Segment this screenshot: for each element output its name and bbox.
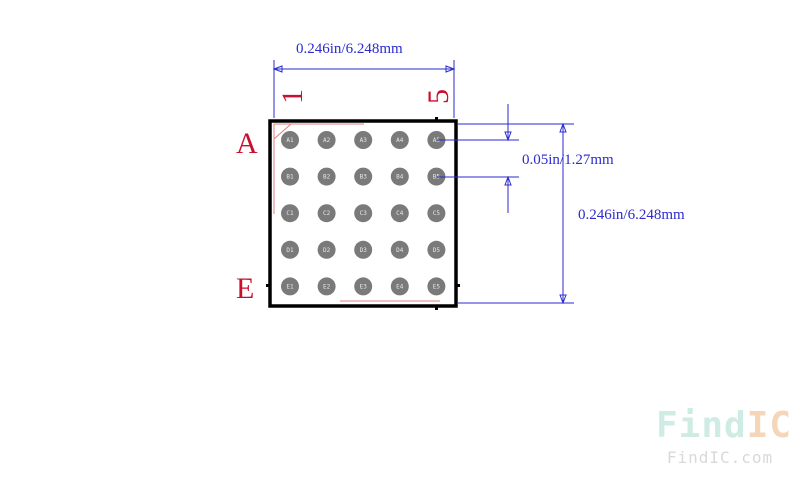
solder-ball — [390, 167, 409, 186]
ball-label: D5 — [433, 247, 441, 254]
ball-label: B1 — [286, 174, 294, 181]
row-label-last: E — [236, 272, 254, 305]
solder-ball — [354, 240, 373, 259]
solder-ball — [427, 277, 446, 296]
corner-tick-left — [266, 284, 270, 287]
ball-label: B5 — [433, 174, 441, 181]
solder-ball — [317, 240, 336, 259]
solder-ball — [317, 167, 336, 186]
width-dimension — [272, 60, 456, 118]
height-dimension-label: 0.246in/6.248mm — [578, 207, 685, 223]
ball-label: A3 — [360, 137, 368, 144]
solder-ball — [281, 240, 299, 259]
solder-ball — [354, 167, 373, 186]
solder-ball — [317, 277, 336, 296]
solder-ball — [281, 277, 299, 296]
solder-ball — [281, 204, 299, 223]
ball-label: B4 — [396, 174, 404, 181]
ball-label: A5 — [433, 137, 441, 144]
solder-ball — [354, 204, 373, 223]
package-outline — [268, 119, 458, 308]
ball-label: C2 — [323, 210, 331, 217]
ball-label: E3 — [360, 283, 368, 290]
solder-ball — [390, 204, 409, 223]
solder-ball — [427, 240, 446, 259]
corner-tick-bottom — [435, 306, 438, 310]
ball-label: C4 — [396, 210, 404, 217]
ball-label: D1 — [286, 247, 294, 254]
ball-label: E4 — [396, 283, 404, 290]
ball-label: A1 — [286, 137, 294, 144]
solder-ball — [390, 240, 409, 259]
ball-label: B2 — [323, 174, 331, 181]
solder-ball — [317, 204, 336, 223]
solder-ball — [390, 277, 409, 296]
solder-ball — [354, 131, 373, 149]
ball-label: B3 — [360, 174, 368, 181]
solder-ball — [427, 131, 446, 149]
ball-label: A2 — [323, 137, 331, 144]
pin1-courtyard-left — [273, 123, 287, 214]
height-dimension — [458, 122, 574, 305]
solder-ball — [390, 131, 409, 149]
row-label-first: A — [236, 127, 258, 160]
ball-label: E1 — [286, 283, 294, 290]
ball-label: D2 — [323, 247, 331, 254]
column-label-first: 1 — [276, 89, 309, 104]
ball-label: C3 — [360, 210, 368, 217]
solder-ball — [427, 204, 446, 223]
corner-tick-right — [456, 284, 460, 287]
pitch-dimension — [437, 104, 519, 213]
ball-label: A4 — [396, 137, 404, 144]
findic-logo: FindIC — [656, 405, 793, 446]
column-label-last: 5 — [422, 89, 455, 104]
solder-ball — [317, 131, 336, 149]
ball-label: D4 — [396, 247, 404, 254]
solder-ball — [354, 277, 373, 296]
corner-tick-top — [435, 117, 438, 121]
width-dimension-label: 0.246in/6.248mm — [296, 41, 403, 57]
solder-ball — [427, 167, 446, 186]
solder-ball — [281, 131, 299, 149]
ball-label: E2 — [323, 283, 331, 290]
solder-ball — [281, 167, 299, 186]
findic-site-text: FindIC.com — [666, 448, 774, 467]
pitch-dimension-label: 0.05in/1.27mm — [522, 152, 614, 168]
ball-label: C1 — [286, 210, 294, 217]
ball-label: E5 — [433, 283, 441, 290]
ball-label: C5 — [433, 210, 441, 217]
ball-label: D3 — [360, 247, 368, 254]
pin1-chamfer — [273, 123, 292, 140]
